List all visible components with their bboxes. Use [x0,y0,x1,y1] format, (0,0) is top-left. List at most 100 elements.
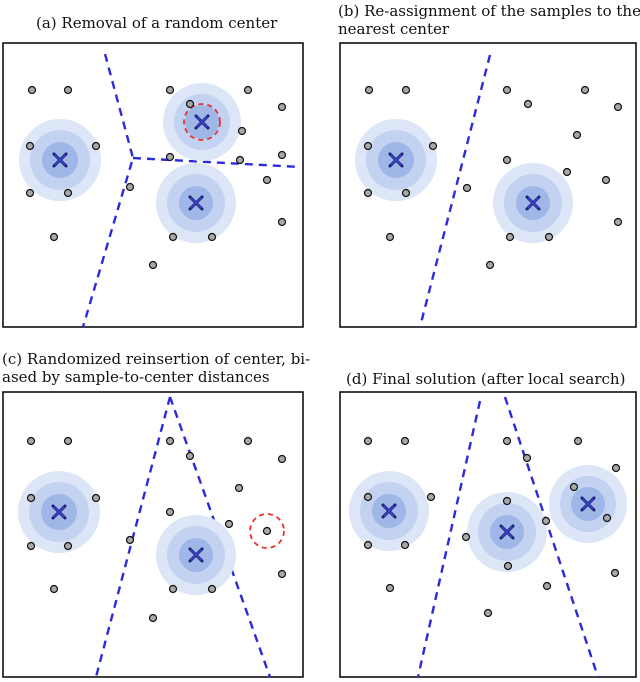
sample-dot [542,581,552,591]
panel-c [2,391,304,678]
sample-dot [185,99,195,109]
caption-c: (c) Randomized reinsertion of center, bi… [2,350,310,386]
boundary-line [416,400,482,678]
boundary-line [94,396,172,678]
sample-dot [234,483,244,493]
sample-dot [26,493,36,503]
caption-b-line-1: (b) Re-assignment of the samples to thei… [338,2,640,20]
sample-dot [243,436,253,446]
sample-dot [502,85,512,95]
sample-dot [485,260,495,270]
sample-dot [462,183,472,193]
sample-dot [165,85,175,95]
sample-dot [400,436,410,446]
sample-dot [522,453,532,463]
panel-d [339,391,637,678]
sample-dot [168,584,178,594]
panel-a-frame [2,42,304,328]
sample-dot [237,126,247,136]
cluster-group [355,119,573,243]
sample-dot [502,496,512,506]
cross-mark-icon [525,195,541,211]
sample-dot [277,102,287,112]
caption-d-line-1: (d) Final solution (after local search) [346,370,626,388]
sample-dot [363,492,373,502]
boundary-line [503,396,600,678]
panel-c-frame [2,391,304,678]
sample-dot [277,569,287,579]
sample-points [363,85,623,270]
sample-dot [428,141,438,151]
sample-dot [363,141,373,151]
sample-dot [148,613,158,623]
sample-dot [569,482,579,492]
boundary-line [418,54,492,328]
sample-dot [426,492,436,502]
sample-dot [385,232,395,242]
sample-dot [25,141,35,151]
cross-mark-icon [499,524,515,540]
sample-dot [91,493,101,503]
sample-dot [63,188,73,198]
sample-dot [125,535,135,545]
sample-dot [400,540,410,550]
cross-mark-icon [52,152,68,168]
sample-dot [502,436,512,446]
sample-dot [25,188,35,198]
sample-dot [613,102,623,112]
sample-dot [262,175,272,185]
boundary-line [168,396,272,678]
sample-dot [562,167,572,177]
sample-dot [63,85,73,95]
panel-b [339,42,637,328]
sample-dot [541,516,551,526]
sample-dot [461,532,471,542]
sample-dot [168,232,178,242]
caption-b-line-2: nearest center [338,20,450,38]
sample-dot [27,85,37,95]
cross-mark-icon [188,195,204,211]
sample-dot [207,584,217,594]
sample-dot [224,519,234,529]
sample-dot [165,152,175,162]
caption-b: (b) Re-assignment of the samples to thei… [338,2,640,38]
sample-dot [401,188,411,198]
sample-dot [26,436,36,446]
dashed-circle-highlight [183,103,221,141]
sample-dot [277,217,287,227]
caption-a-line-1: (a) Removal of a random center [36,14,278,32]
sample-dot [49,584,59,594]
sample-dot [63,541,73,551]
sample-dot [63,436,73,446]
panel-a [2,42,304,328]
sample-dot [363,540,373,550]
sample-dot [243,85,253,95]
panel-d-frame [339,391,637,678]
panel-b-frame [339,42,637,328]
sample-dot [26,541,36,551]
sample-dot [602,513,612,523]
cross-mark-icon [188,547,204,563]
cross-mark-icon [580,496,596,512]
sample-dot [185,451,195,461]
sample-dot [148,260,158,270]
sample-points [363,436,621,618]
boundary-line [81,53,135,328]
sample-dot [363,188,373,198]
sample-dot [503,561,513,571]
sample-dot [483,608,493,618]
dashed-circle-highlight [249,513,285,549]
sample-dot [277,454,287,464]
sample-dot [572,130,582,140]
cross-mark-icon [381,503,397,519]
cross-mark-icon [51,504,67,520]
sample-dot [610,568,620,578]
sample-dot [611,463,621,473]
sample-dot [613,217,623,227]
sample-dot [601,175,611,185]
sample-dot [235,155,245,165]
sample-dot [91,141,101,151]
sample-dot [385,583,395,593]
boundary-line [132,156,301,169]
caption-d: (d) Final solution (after local search) [346,370,625,388]
